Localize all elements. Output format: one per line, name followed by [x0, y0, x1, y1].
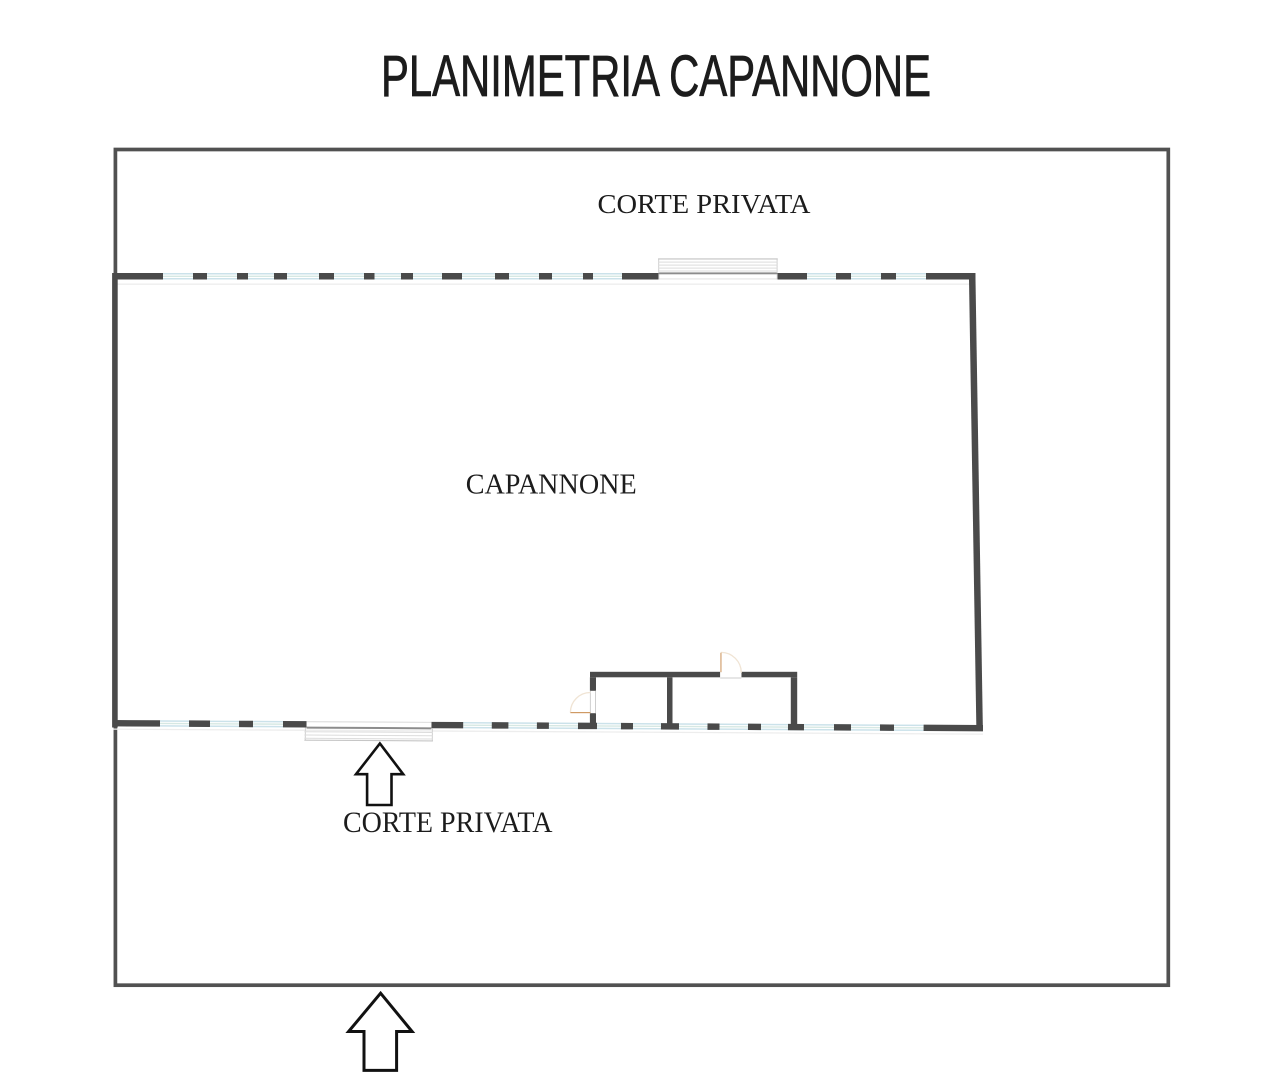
svg-text:CAPANNONE: CAPANNONE: [466, 469, 637, 501]
svg-text:CORTE PRIVATA: CORTE PRIVATA: [598, 188, 811, 219]
svg-text:CORTE PRIVATA: CORTE PRIVATA: [343, 807, 553, 839]
svg-text:PLANIMETRIA CAPANNONE: PLANIMETRIA CAPANNONE: [381, 44, 931, 109]
